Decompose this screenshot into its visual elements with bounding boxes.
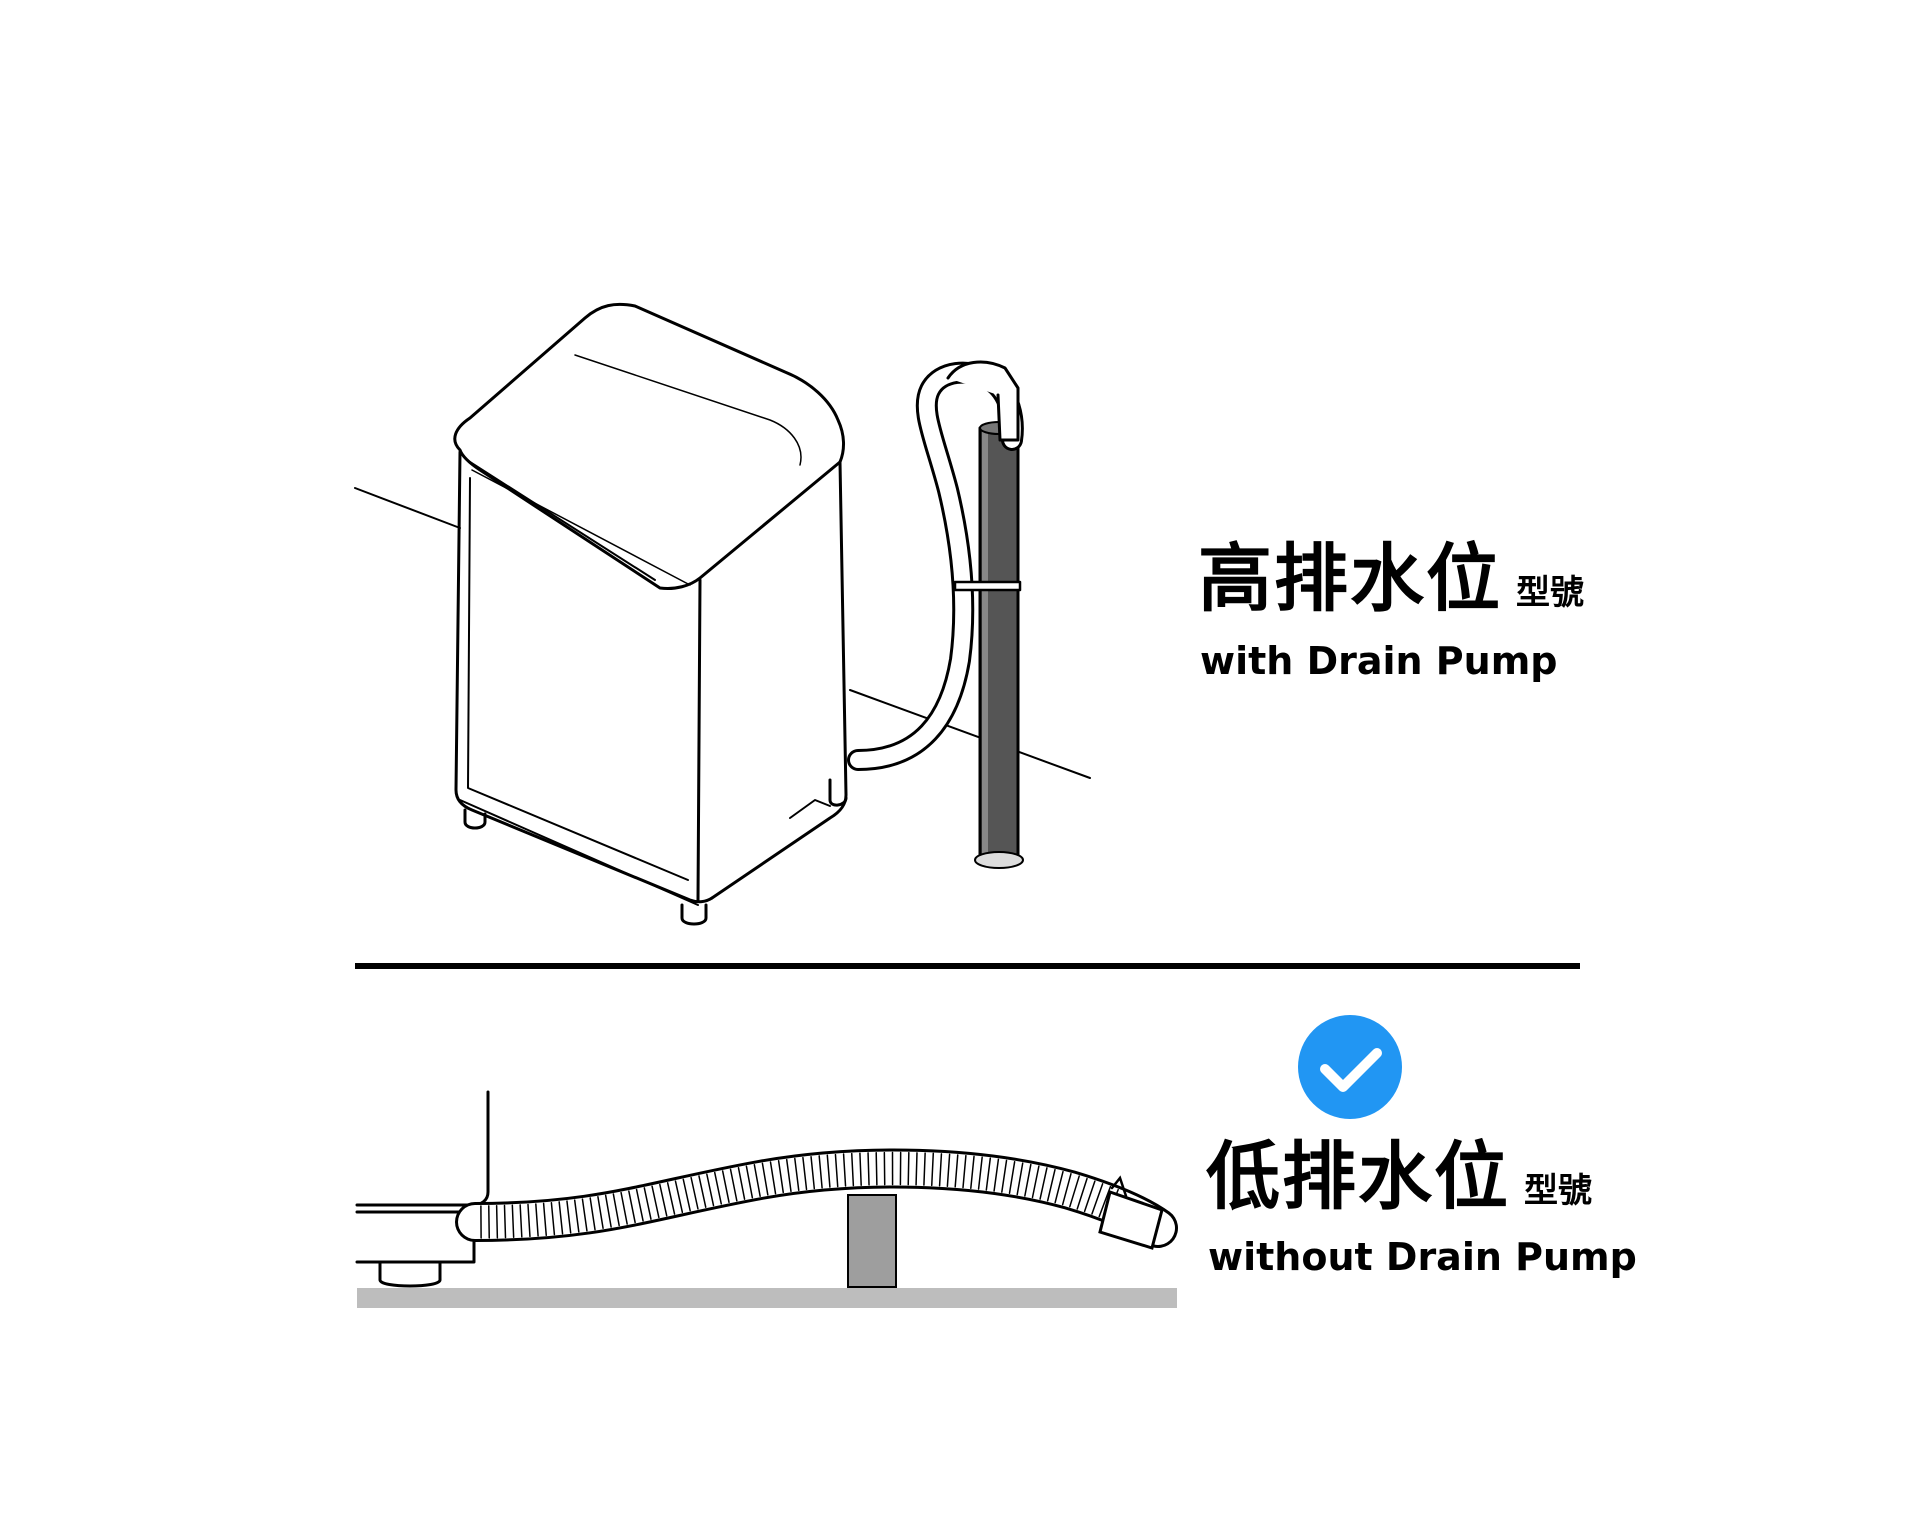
hose-rib [993, 1158, 1000, 1192]
drain-hose-low [455, 1148, 1178, 1250]
wall-floor-line-right [849, 689, 1091, 779]
hose-rib [495, 1205, 499, 1239]
hose-rib [503, 1204, 507, 1239]
low-drain-title-suffix: 型號 [1524, 1171, 1592, 1211]
hose-rib [1031, 1165, 1040, 1199]
hose-rib [713, 1171, 723, 1205]
hose-rib [581, 1198, 588, 1232]
washing-machine [453, 302, 848, 926]
hose-rib [977, 1156, 983, 1190]
hose-rib [1076, 1177, 1088, 1210]
hose-rib [867, 1152, 870, 1186]
hose-rib [597, 1195, 604, 1230]
hose-rib [954, 1154, 959, 1188]
hose-rib [1054, 1170, 1064, 1204]
hose-rib [682, 1178, 691, 1212]
hose-rib [721, 1170, 730, 1204]
hose-rib [1001, 1159, 1008, 1193]
hose-rib [802, 1156, 808, 1191]
hose-rib [1039, 1167, 1048, 1200]
high-drain-subtitle: with Drain Pump [1200, 639, 1558, 683]
low-drain-subtitle: without Drain Pump [1208, 1235, 1637, 1279]
hose-rib [674, 1180, 684, 1214]
hose-rib [826, 1154, 831, 1188]
low-drain-illustration [355, 1090, 1178, 1308]
high-drain-title-suffix: 型號 [1516, 573, 1584, 613]
hose-rib [566, 1200, 572, 1234]
hose-rib [659, 1183, 668, 1217]
hose-rib [761, 1162, 769, 1196]
standpipe [974, 421, 1024, 869]
hose-rib [946, 1153, 951, 1188]
hose-rib [558, 1201, 564, 1235]
hose-rib [620, 1191, 628, 1225]
hose-rib [777, 1160, 784, 1194]
hose-rib [850, 1152, 855, 1187]
hose-rib [923, 1152, 926, 1186]
hose-rib [527, 1203, 531, 1238]
high-drain-title-zh: 高排水位 [1198, 536, 1502, 622]
hose-rib [651, 1185, 660, 1219]
hose-rib [690, 1176, 699, 1210]
hose-rib [907, 1151, 910, 1186]
hose-rib [519, 1204, 523, 1238]
hose-rib [818, 1155, 823, 1189]
hose-rib [589, 1197, 596, 1231]
hose-rib [938, 1153, 943, 1187]
hose-rib [794, 1157, 800, 1192]
check-circle-icon [1298, 1015, 1402, 1119]
hose-rib [635, 1188, 644, 1222]
low-drain-title: 低排水位型號 [1206, 1140, 1592, 1214]
hose-rib [875, 1151, 878, 1186]
hose-rib [706, 1173, 715, 1207]
hose-rib [842, 1153, 847, 1187]
hose-rib [785, 1158, 792, 1193]
hose-rib [985, 1157, 992, 1191]
standpipe-low [847, 1194, 897, 1288]
hose-rib [666, 1182, 676, 1215]
hose-rib [550, 1201, 556, 1236]
low-drain-title-zh: 低排水位 [1206, 1134, 1510, 1220]
hose-rib [745, 1165, 754, 1199]
hose-rib [698, 1175, 707, 1208]
wall-floor-line-left [354, 487, 461, 529]
hose-rib [737, 1167, 746, 1200]
hose-rib [962, 1154, 967, 1189]
washing-machine-partial [355, 1090, 490, 1288]
hose-rib [573, 1199, 580, 1233]
hose-rib [1024, 1163, 1032, 1197]
hose-rib [1083, 1180, 1096, 1213]
hose-rib [628, 1190, 636, 1224]
hose-rib [1069, 1175, 1080, 1208]
hose-rib [535, 1203, 539, 1237]
hose-rib [1046, 1168, 1056, 1202]
drain-hose-high [847, 360, 1024, 771]
hose-rib [612, 1193, 620, 1227]
floor [357, 1288, 1177, 1308]
hose-rib [810, 1155, 816, 1190]
hose-rib [542, 1202, 547, 1237]
high-drain-illustration [354, 302, 1091, 926]
hose-rib [769, 1161, 777, 1195]
hose-rib [859, 1152, 862, 1186]
hose-rib [643, 1187, 652, 1220]
hose-rib [931, 1152, 935, 1187]
hose-rib [834, 1153, 839, 1188]
hose-rib [753, 1164, 761, 1197]
hose-rib [1016, 1162, 1024, 1196]
hose-rib [970, 1155, 975, 1190]
high-drain-title: 高排水位型號 [1198, 542, 1584, 616]
hose-rib [1061, 1172, 1072, 1206]
hose-rib [729, 1168, 738, 1202]
hose-rib [915, 1152, 918, 1186]
hose-rib [511, 1204, 515, 1238]
hose-rib [1008, 1160, 1016, 1195]
hose-rib [1091, 1183, 1104, 1215]
hose-rib [604, 1194, 612, 1228]
